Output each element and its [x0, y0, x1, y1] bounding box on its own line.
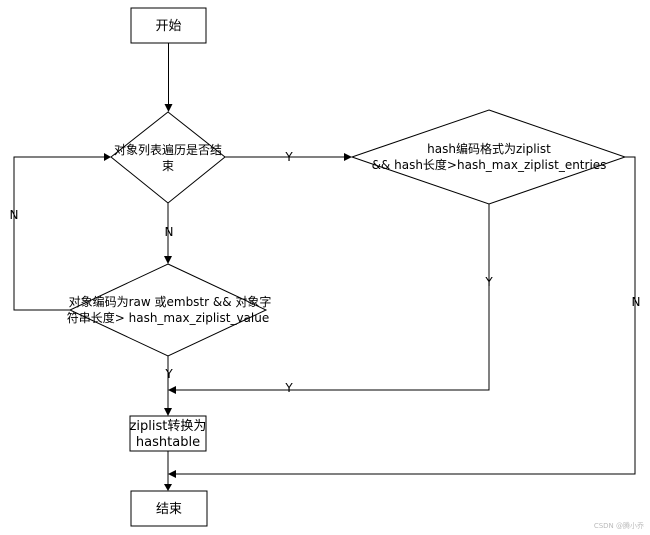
end-node	[130, 490, 208, 527]
edge-label-loop-no: N	[165, 225, 174, 239]
arrowhead	[168, 386, 176, 394]
edge-label-obj-no: N	[10, 208, 19, 222]
hash-encoding-decision	[350, 109, 627, 205]
arrowhead	[164, 484, 172, 491]
edge-hash-no	[175, 156, 636, 475]
loop-end-decision-label-2: 束	[162, 159, 174, 173]
edge-obj-no-loop-back	[13, 156, 105, 311]
arrowhead	[168, 470, 176, 478]
edge-label-hash-yes: Y	[484, 275, 493, 289]
arrowhead	[164, 408, 172, 416]
convert-node	[129, 415, 207, 452]
object-encoding-decision	[68, 263, 268, 357]
end-node-label: 结束	[156, 502, 182, 517]
obj-decision-label-1: 对象编码为raw 或embstr && 对象字	[69, 294, 272, 309]
edge-label-hash-no: N	[632, 295, 641, 309]
edge-label-hash-yes-merge: Y	[284, 381, 293, 395]
loop-end-decision-label-1: 对象列表遍历是否结	[114, 143, 222, 157]
convert-node-label-1: ziplist转换为	[130, 419, 207, 434]
edge-label-loop-yes: Y	[284, 150, 293, 164]
hash-decision-label-1: hash编码格式为ziplist	[427, 141, 551, 156]
edge-hash-yes	[175, 204, 490, 391]
convert-node-label-2: hashtable	[136, 435, 200, 450]
hash-decision-label-2: && hash长度>hash_max_ziplist_entries	[372, 157, 607, 172]
arrowhead	[104, 153, 111, 161]
edge-label-obj-yes: Y	[164, 367, 173, 381]
start-node-label: 开始	[155, 19, 181, 34]
loop-end-decision	[110, 111, 226, 204]
arrowhead	[344, 153, 352, 161]
obj-decision-label-2: 符串长度> hash_max_ziplist_value	[67, 310, 269, 325]
arrowhead	[164, 104, 173, 112]
start-node	[130, 7, 207, 44]
watermark: CSDN @腾小乔	[593, 522, 644, 530]
arrowhead	[164, 256, 172, 264]
